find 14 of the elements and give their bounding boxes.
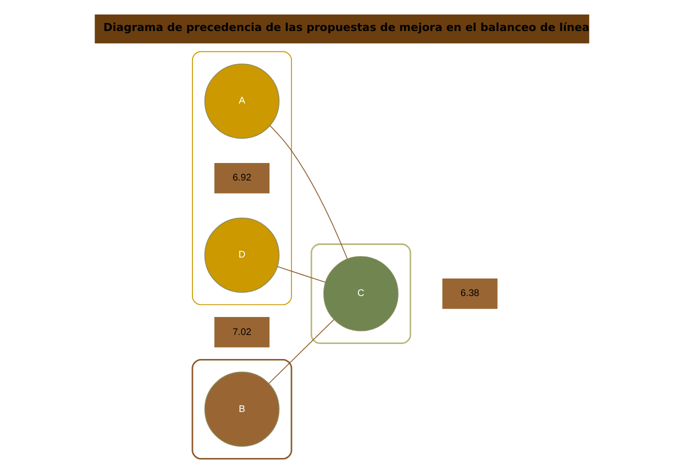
node-box: 6.92 bbox=[214, 162, 270, 193]
cluster bbox=[310, 242, 412, 344]
diagram-title: Diagrama de precedencia de las propuestas de mejora en el balanceo de línea bbox=[103, 20, 590, 34]
node-circle: B bbox=[204, 371, 280, 446]
node-box: 6.38 bbox=[442, 278, 498, 308]
connector bbox=[270, 124, 348, 259]
node-circle: A bbox=[204, 63, 280, 138]
node-circle: C bbox=[323, 256, 398, 331]
cluster bbox=[192, 50, 292, 305]
connector bbox=[277, 266, 326, 282]
connector bbox=[268, 318, 334, 384]
node-box: 7.02 bbox=[214, 316, 270, 347]
cluster bbox=[192, 358, 292, 459]
node-circle: D bbox=[204, 217, 280, 292]
